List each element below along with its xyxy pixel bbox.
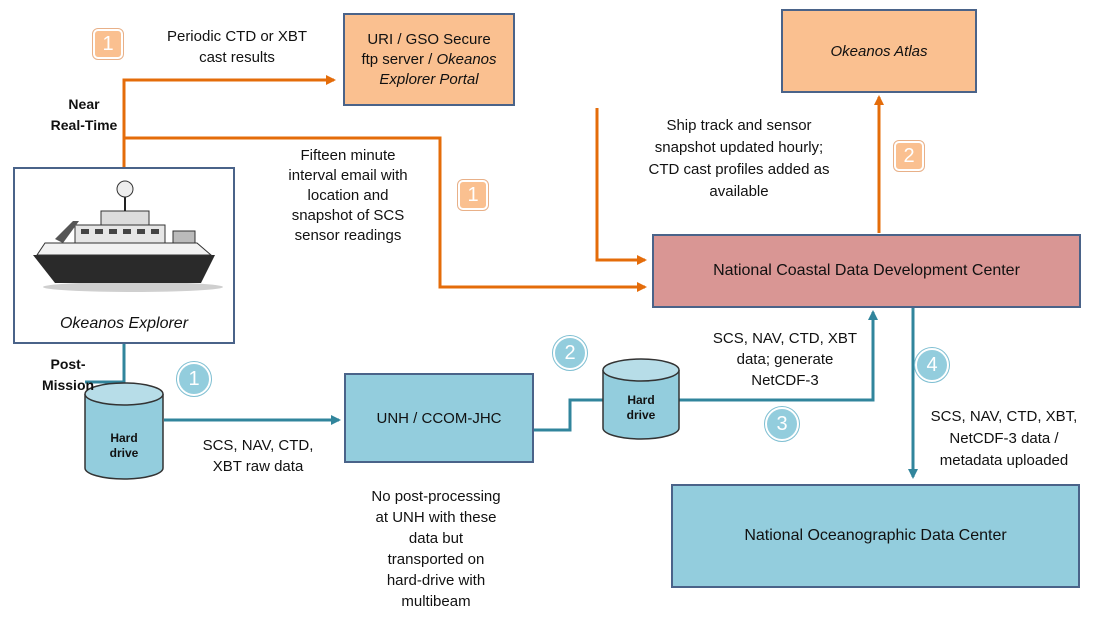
arrow-uri-to-ncddc: [595, 108, 647, 265]
step-badge-1-email: 1: [457, 179, 489, 211]
nodc-box: National Oceanographic Data Center: [671, 484, 1080, 588]
hard-drive-2-cylinder: [602, 358, 680, 440]
okeanos-atlas-box: Okeanos Atlas: [781, 9, 977, 93]
line-unh-to-hd2: [534, 398, 603, 432]
ncddc-box: National Coastal Data Development Center: [652, 234, 1081, 308]
raw-data-label: SCS, NAV, CTD,XBT raw data: [202, 437, 314, 475]
uploaded-label: SCS, NAV, CTD, XBT,NetCDF-3 data / metad…: [930, 408, 1078, 469]
post-mission-label: Post-Mission: [41, 356, 95, 393]
arrow-hd2-to-ncddc: [679, 310, 878, 402]
unh-ccom-box: UNH / CCOM-JHC: [344, 373, 534, 463]
step-circle-2: 2: [552, 335, 588, 371]
step-badge-1-realtime: 1: [92, 28, 124, 60]
step-badge-2-atlas: 2: [893, 140, 925, 172]
ship-box: Okeanos Explorer: [13, 167, 235, 344]
line-ship-to-hd1: [85, 342, 126, 384]
uri-gso-ftp-box: URI / GSO Secure ftp server / Okeanos Ex…: [343, 13, 515, 106]
hard-drive-1-cylinder: [84, 382, 164, 480]
step-circle-3: 3: [764, 406, 800, 442]
arrow-ship-to-ncddc: [124, 136, 647, 292]
step-circle-4: 4: [914, 347, 950, 383]
ship-image: [33, 180, 223, 292]
step-circle-1: 1: [176, 361, 212, 397]
ship-caption: Okeanos Explorer: [59, 315, 189, 332]
